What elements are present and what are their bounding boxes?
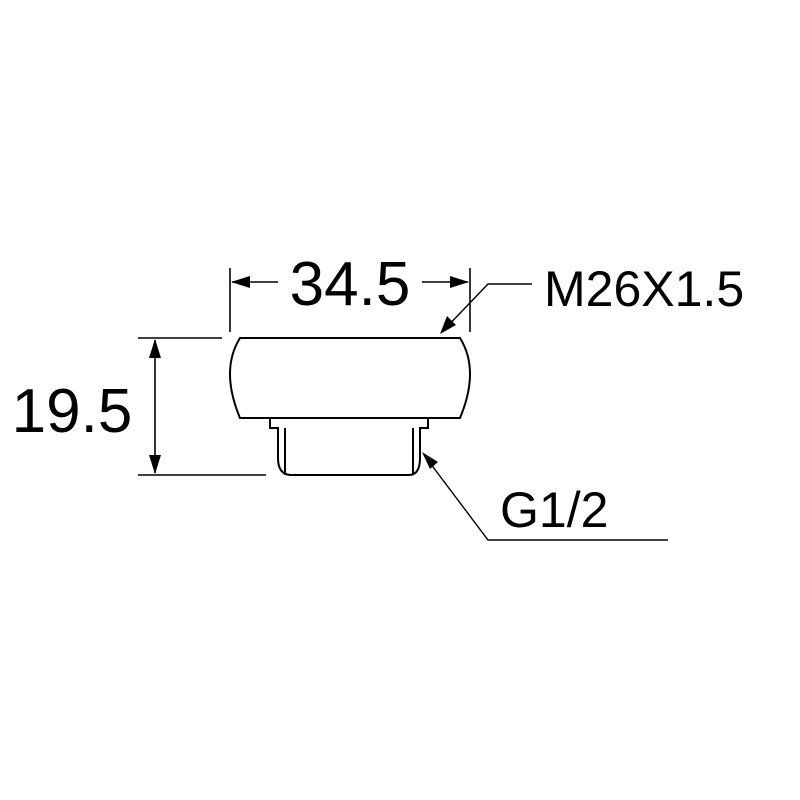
height-arrow-bottom [149,455,161,474]
height-dimension: 19.5 [12,337,266,476]
width-dimension-value: 34.5 [290,250,411,319]
inner-thread-label: G1/2 [500,482,608,538]
height-dimension-value: 19.5 [12,377,133,446]
inner-thread-leader-arrow [422,452,438,469]
adapter-part-outline [229,337,471,476]
outer-thread-callout: M26X1.5 [440,261,744,334]
outer-thread-leader-line [441,283,532,333]
width-dimension: 34.5 [229,250,471,332]
inner-thread-callout: G1/2 [422,452,668,541]
adapter-upper-body [229,337,471,419]
width-arrow-right [450,276,469,288]
width-arrow-left [231,276,250,288]
outer-thread-label: M26X1.5 [544,261,744,317]
inner-thread-leader-line [423,454,668,541]
outer-thread-leader-arrow [440,316,456,334]
adapter-threaded-stem [269,418,429,476]
height-arrow-top [149,339,161,358]
